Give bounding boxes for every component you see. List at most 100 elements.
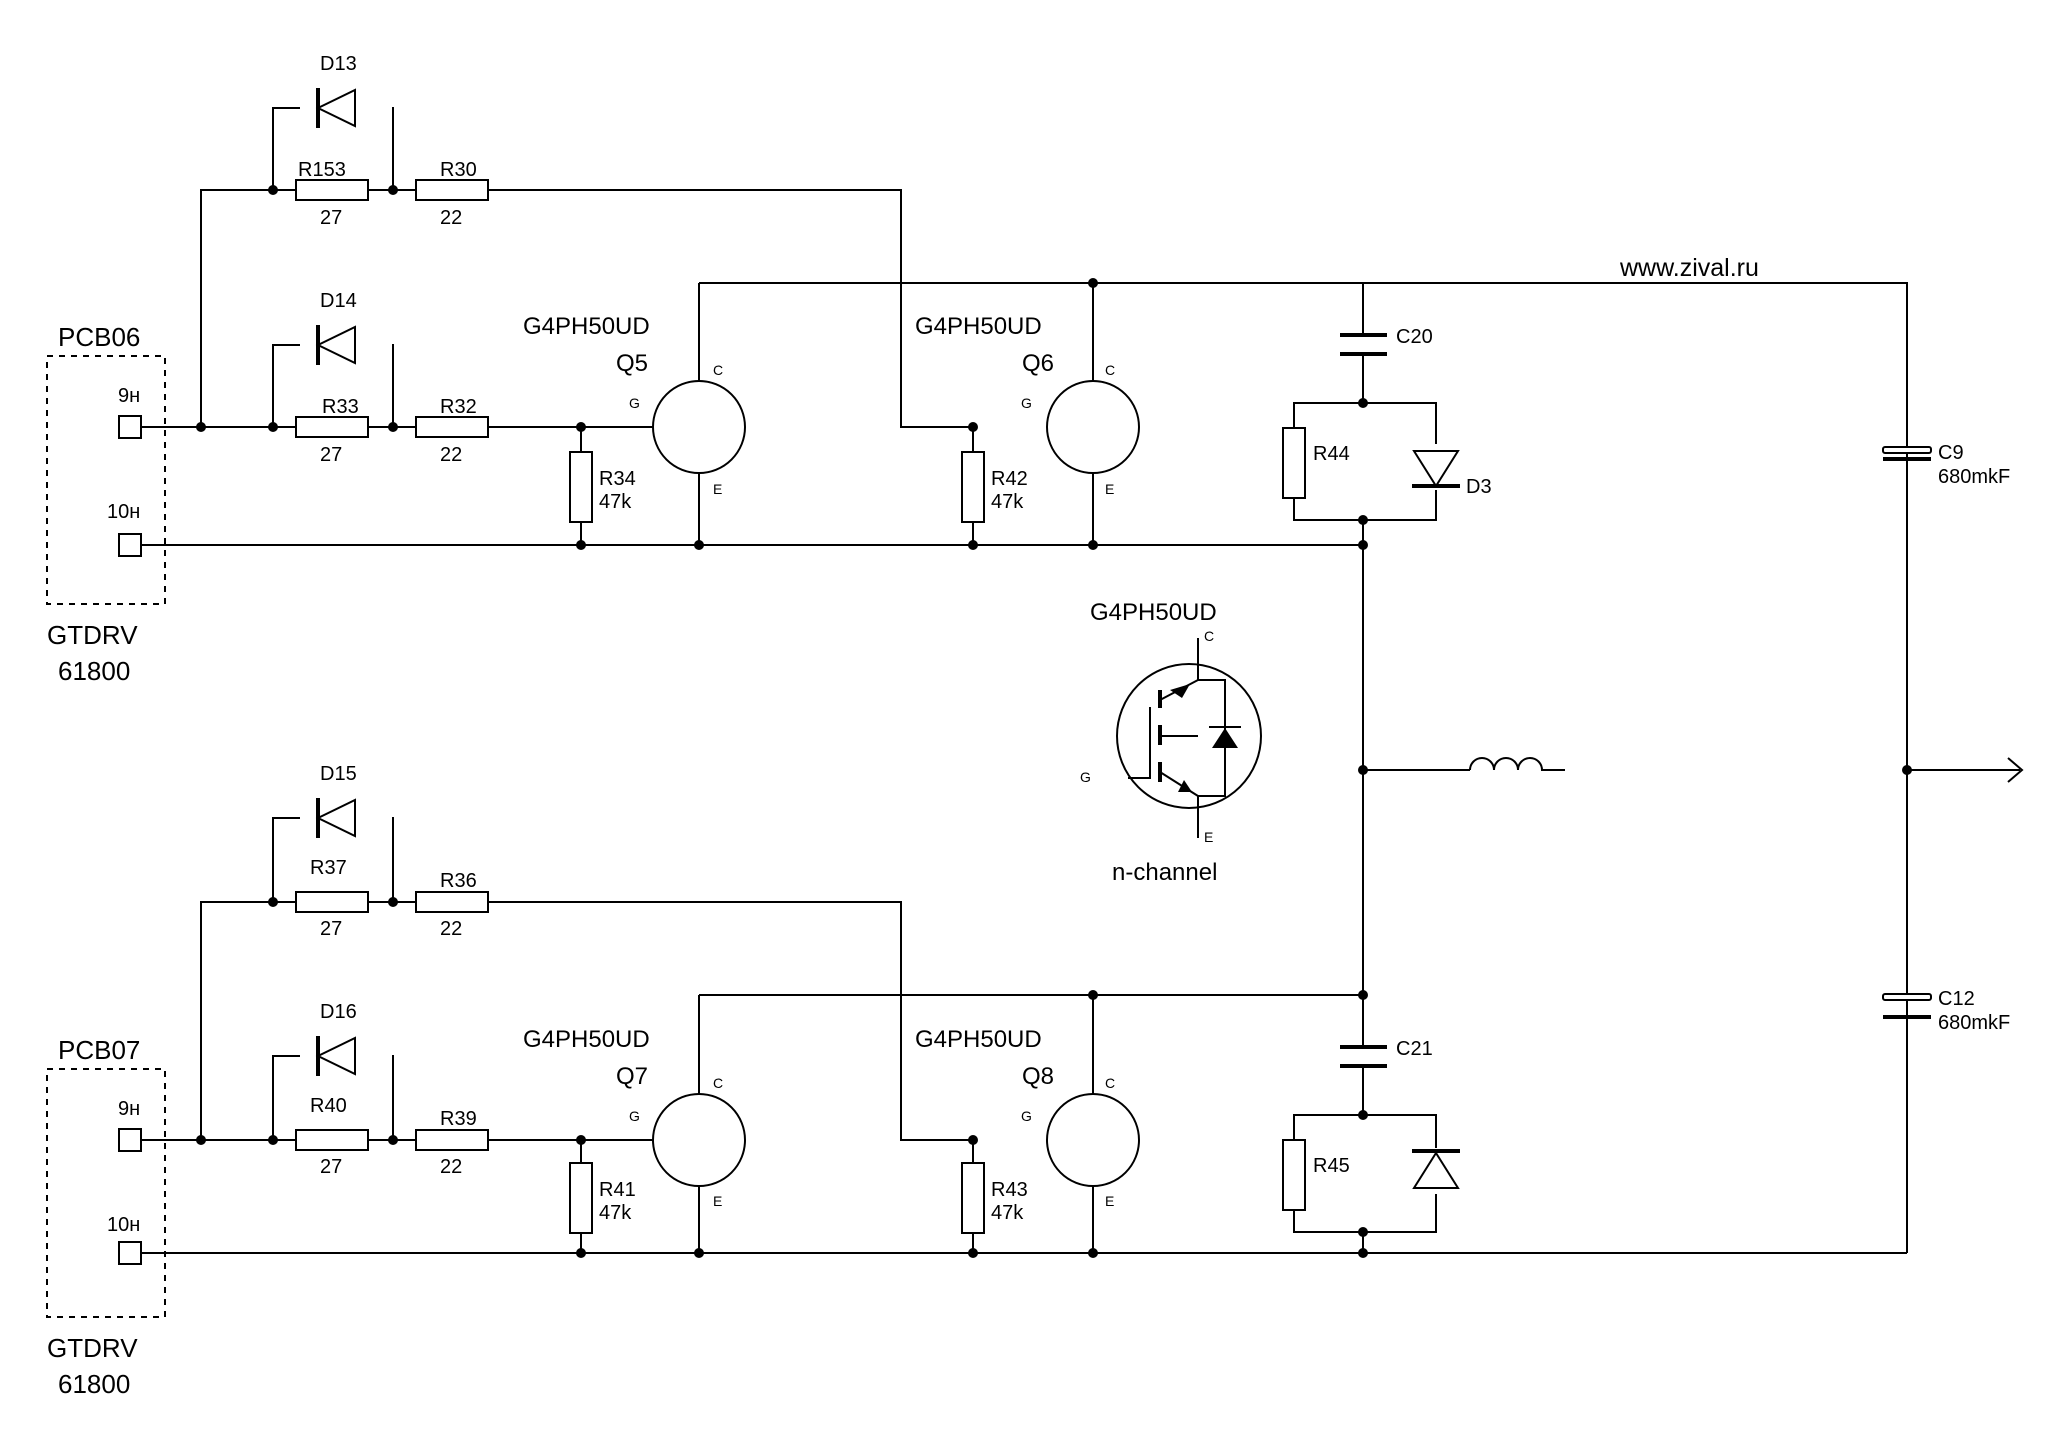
resistor-r40 [295,1129,369,1151]
capacitor-c21-label: C21 [1396,1038,1433,1060]
wire-branch-up [200,189,971,428]
transistor-q8-ref: Q8 [1022,1063,1054,1090]
diode-lower-snubber-symbol [1412,1148,1460,1194]
pin-10-terminal [118,533,142,557]
legend-pin-e: E [1204,829,1213,845]
capacitor-c20-label: C20 [1396,326,1433,348]
transistor-q7 [652,1093,746,1187]
resistor-r43-name: R43 [991,1179,1028,1201]
junction-dots-lower [196,897,1368,1258]
resistor-r36-name: R36 [440,870,477,892]
resistor-r36-value: 22 [440,918,462,940]
resistor-r42-value: 47k [991,491,1024,513]
capacitor-c12-label: C12 [1938,988,1975,1010]
pin-label-9: 9н [118,1098,140,1120]
wire-branch-up [200,901,971,1141]
resistor-r32-value: 22 [440,444,462,466]
resistor-r42 [961,451,985,523]
transistor-q5 [652,380,746,474]
diode-d14-label: D14 [320,290,357,312]
resistor-r41-value: 47k [599,1202,632,1224]
resistor-r44 [1282,427,1306,499]
pin-label-9: 9н [118,385,140,407]
q5-pin-e: E [713,481,722,497]
resistor-r33 [295,416,369,438]
capacitor-c9-label: C9 [1938,442,1964,464]
resistor-r153-value: 27 [320,207,342,229]
legend-pin-c: C [1204,628,1214,644]
junction-dots-upper [196,185,1368,550]
resistor-r30-value: 22 [440,207,462,229]
capacitor-c12-plate [1882,993,1932,1001]
resistor-r33-name: R33 [322,396,359,418]
resistor-r40-name: R40 [310,1095,347,1117]
q6-pin-g: G [1021,395,1032,411]
pin-9-terminal [118,1128,142,1152]
resistor-r32-name: R32 [440,396,477,418]
resistor-r37 [295,891,369,913]
resistor-r37-name: R37 [310,857,347,879]
diode-d13-symbol [300,88,392,128]
transistor-q8-part: G4PH50UD [915,1026,1042,1053]
resistor-r153-name: R153 [298,159,346,181]
resistor-r34-value: 47k [599,491,632,513]
q8-pin-e: E [1105,1193,1114,1209]
transistor-q8 [1046,1093,1140,1187]
diode-d13-label: D13 [320,53,357,75]
resistor-r45 [1282,1139,1306,1211]
resistor-r30 [415,179,489,201]
q6-pin-c: C [1105,362,1115,378]
q8-pin-g: G [1021,1108,1032,1124]
resistor-r39-value: 22 [440,1156,462,1178]
diode-d15-label: D15 [320,763,357,785]
junction-midpoint [1358,765,1368,775]
diode-d16-label: D16 [320,1001,357,1023]
resistor-r43-value: 47k [991,1202,1024,1224]
resistor-r34 [569,451,593,523]
transistor-q6-part: G4PH50UD [915,313,1042,340]
resistor-r40-value: 27 [320,1156,342,1178]
resistor-r45-label: R45 [1313,1155,1350,1177]
pin-label-10: 10н [107,1214,140,1236]
q7-pin-c: C [713,1075,723,1091]
resistor-r37-value: 27 [320,918,342,940]
capacitor-c12-value: 680mkF [1938,1012,2010,1034]
q5-pin-g: G [629,395,640,411]
transistor-q5-part: G4PH50UD [523,313,650,340]
diode-d3-symbol [1412,444,1460,490]
resistor-r36 [415,891,489,913]
resistor-r39-name: R39 [440,1108,477,1130]
module-name-line1: GTDRV [47,1333,138,1363]
legend-pin-g: G [1080,769,1091,785]
inductor-coil [1469,757,1565,771]
resistor-r33-value: 27 [320,444,342,466]
resistor-r41 [569,1162,593,1234]
capacitor-c20 [1340,333,1387,356]
resistor-r42-name: R42 [991,468,1028,490]
module-name-line1: GTDRV [47,620,138,650]
legend-type: n-channel [1112,859,1217,886]
diode-d3-label: D3 [1466,476,1492,498]
diode-d14-symbol [300,325,392,365]
module-label: PCB07 [58,1035,140,1065]
resistor-r44-label: R44 [1313,443,1350,465]
diode-d15-symbol [300,798,392,838]
resistor-r34-name: R34 [599,468,636,490]
transistor-q5-ref: Q5 [616,350,648,377]
junction-output [1902,765,1912,775]
transistor-q6-ref: Q6 [1022,350,1054,377]
igbt-legend: G4PH50UD C G E n-channel [1080,599,1262,886]
capacitor-c9-plate [1882,446,1932,454]
pin-9-terminal [118,415,142,439]
module-label: PCB06 [58,322,140,352]
lower-driver: PCB07 9н 10н GTDRV 61800 R37 27 R36 22 R… [46,763,1907,1399]
resistor-r41-name: R41 [599,1179,636,1201]
resistor-r30-name: R30 [440,159,477,181]
site-label: www.zival.ru [1619,254,1759,282]
upper-driver: PCB06 9н 10н GTDRV 61800 R153 27 R30 22 … [46,53,1492,686]
transistor-q6 [1046,380,1140,474]
resistor-r43 [961,1162,985,1234]
output-arrow-icon [2007,757,2024,783]
resistor-r153 [295,179,369,201]
